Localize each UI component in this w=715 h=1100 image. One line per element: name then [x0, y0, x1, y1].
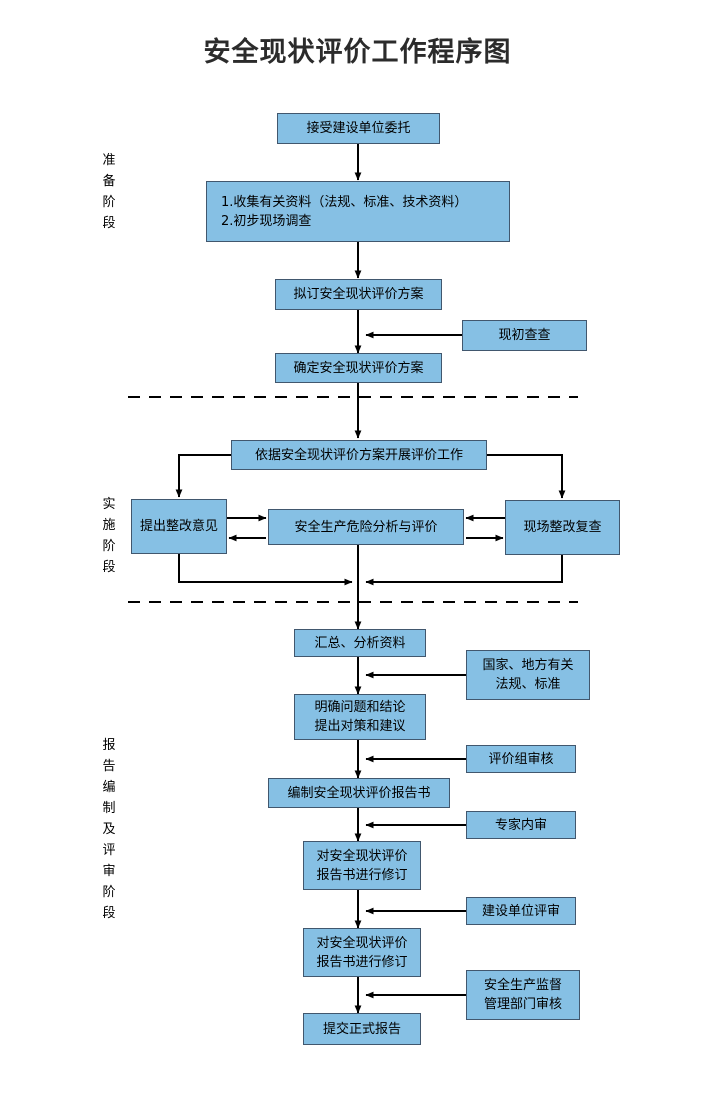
stage-char: 施 — [102, 518, 116, 533]
node-clarify-conclusions[interactable]: 明确问题和结论 提出对策和建议 — [294, 694, 426, 740]
node-text-line1: 1.收集有关资料（法规、标准、技术资料） — [221, 194, 468, 210]
node-rectification-opinion[interactable]: 提出整改意见 — [131, 499, 227, 554]
node-review-group-audit[interactable]: 评价组审核 — [466, 745, 576, 773]
node-text: 安全生产危险分析与评价 — [294, 519, 438, 535]
stage-char: 评 — [102, 843, 116, 858]
node-confirm-plan[interactable]: 确定安全现状评价方案 — [275, 353, 442, 383]
stage-char: 准 — [102, 153, 116, 168]
arrow-evaluation-to-opinion — [175, 454, 231, 498]
arrow-recheck-merge-down — [365, 555, 563, 586]
node-text-line1: 国家、地方有关 — [482, 658, 574, 673]
node-text: 接受建设单位委托 — [306, 121, 411, 136]
node-text: 评价组审核 — [488, 751, 554, 767]
node-text-line2: 报告书进行修订 — [316, 867, 408, 883]
stage-char: 备 — [102, 174, 116, 189]
stage-char: 告 — [102, 759, 116, 774]
arrow-evaluation-to-recheck — [487, 454, 566, 499]
stage-char: 段 — [102, 560, 116, 575]
node-text-line2: 管理部门审核 — [483, 997, 562, 1012]
node-text-line2: 提出对策和建议 — [314, 719, 406, 734]
node-text-line1: 对安全现状评价 — [316, 935, 408, 951]
stage-char: 阶 — [102, 885, 116, 900]
node-text: 编制安全现状评价报告书 — [287, 785, 431, 801]
stage-char: 段 — [102, 906, 116, 921]
stage-char: 段 — [102, 216, 116, 231]
stage-label-preparation: 准 备 阶 段 — [96, 150, 122, 234]
node-collect-data[interactable]: 1.收集有关资料（法规、标准、技术资料） 2.初步现场调查 — [206, 181, 510, 242]
stage-char: 实 — [102, 497, 116, 512]
node-hazard-analysis[interactable]: 安全生产危险分析与评价 — [268, 509, 464, 545]
node-national-local-rules[interactable]: 国家、地方有关 法规、标准 — [466, 650, 590, 700]
node-submit-final-report[interactable]: 提交正式报告 — [303, 1013, 421, 1045]
node-owner-review[interactable]: 建设单位评审 — [466, 897, 576, 925]
node-preliminary-survey[interactable]: 现初查查 — [462, 320, 587, 351]
stage-char: 审 — [102, 864, 116, 879]
node-carry-out-evaluation[interactable]: 依据安全现状评价方案开展评价工作 — [231, 440, 487, 470]
stage-char: 编 — [102, 780, 116, 795]
node-text: 现初查查 — [498, 328, 551, 343]
node-text: 拟订安全现状评价方案 — [293, 287, 424, 302]
node-text-line2: 法规、标准 — [495, 677, 561, 692]
stage-char: 报 — [102, 738, 116, 753]
stage-char: 阶 — [102, 539, 116, 554]
node-text-line1: 对安全现状评价 — [316, 848, 408, 864]
node-draft-plan[interactable]: 拟订安全现状评价方案 — [275, 279, 442, 310]
stage-char: 及 — [102, 822, 116, 837]
node-site-recheck[interactable]: 现场整改复查 — [505, 500, 620, 555]
stage-label-report: 报 告 编 制 及 评 审 阶 段 — [96, 735, 122, 924]
node-text: 确定安全现状评价方案 — [293, 360, 424, 376]
node-text: 现场整改复查 — [523, 520, 602, 535]
node-safety-bureau-audit[interactable]: 安全生产监督 管理部门审核 — [466, 970, 580, 1020]
node-text: 提出整改意见 — [139, 519, 218, 534]
node-revise-report-1[interactable]: 对安全现状评价 报告书进行修订 — [303, 841, 421, 890]
node-text-line1: 安全生产监督 — [483, 978, 562, 993]
node-revise-report-2[interactable]: 对安全现状评价 报告书进行修订 — [303, 928, 421, 977]
node-text: 汇总、分析资料 — [314, 635, 406, 651]
node-text: 建设单位评审 — [481, 903, 560, 919]
arrow-opinion-merge-down — [178, 554, 353, 586]
node-text-line2: 报告书进行修订 — [316, 954, 408, 970]
node-expert-internal-review[interactable]: 专家内审 — [466, 811, 576, 839]
stage-char: 阶 — [102, 195, 116, 210]
node-text: 提交正式报告 — [322, 1021, 401, 1037]
page-title: 安全现状评价工作程序图 — [203, 37, 512, 68]
node-summarize-data[interactable]: 汇总、分析资料 — [294, 629, 426, 657]
stage-char: 制 — [102, 801, 116, 816]
node-accept-commission[interactable]: 接受建设单位委托 — [277, 113, 440, 144]
stage-label-implementation: 实 施 阶 段 — [96, 494, 122, 578]
node-text-line1: 明确问题和结论 — [314, 700, 406, 715]
node-compile-report[interactable]: 编制安全现状评价报告书 — [268, 778, 450, 808]
node-text: 专家内审 — [494, 817, 547, 833]
node-text-line2: 2.初步现场调查 — [221, 213, 312, 229]
node-text: 依据安全现状评价方案开展评价工作 — [254, 447, 463, 463]
